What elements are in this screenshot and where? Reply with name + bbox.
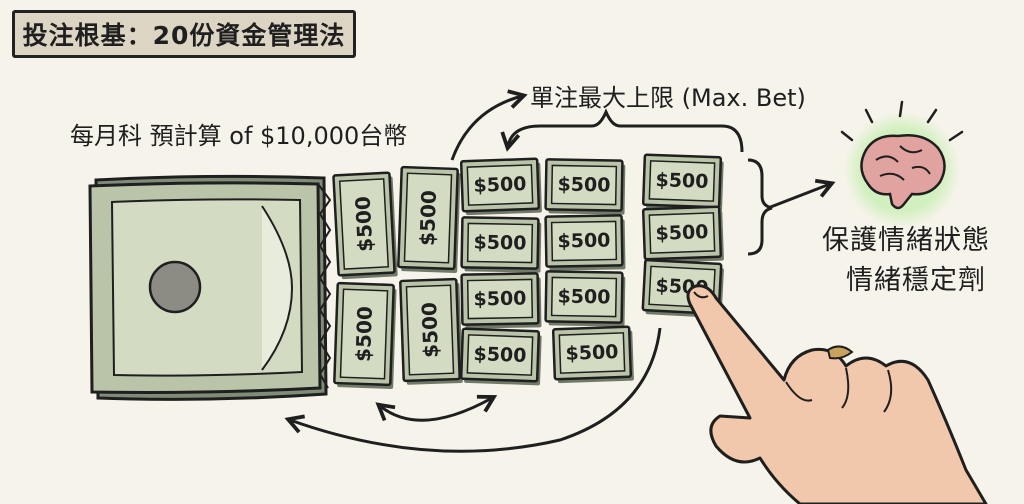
monthly-budget-label: 每月科 預計算 of $10,000台幣 <box>70 122 408 150</box>
bill-500: $500 <box>332 171 398 280</box>
page-title: 投注根基：20份資金管理法 <box>12 10 356 58</box>
bill-500: $500 <box>397 165 461 273</box>
bill-value-label: $500 <box>417 302 443 358</box>
bill-value-label: $500 <box>565 341 619 365</box>
bill-500: $500 <box>544 270 626 327</box>
bill-value-label: $500 <box>557 230 610 253</box>
bill-value-label: $500 <box>655 169 709 193</box>
bill-value-label: $500 <box>655 221 709 245</box>
arrow-bottom-long <box>284 327 662 453</box>
bracket-icon <box>500 108 744 153</box>
bill-500: $500 <box>333 281 397 389</box>
max-bet-label: 單注最大上限 (Max. Bet) <box>530 84 806 112</box>
bill-value-label: $500 <box>473 173 527 197</box>
bill-value-label: $500 <box>351 196 378 253</box>
bill-500: $500 <box>544 214 626 271</box>
bill-value-label: $500 <box>351 306 377 362</box>
brain-icon <box>840 100 964 228</box>
bill-value-label: $500 <box>473 288 526 311</box>
arrow-bottom-short <box>375 394 498 422</box>
bill-value-label: $500 <box>473 343 527 367</box>
bill-grid: $500 $500 $500 $500 $500 $500 $500 $500 $500 $500… <box>332 153 724 389</box>
bill-500: $500 <box>544 158 626 215</box>
bill-500: $500 <box>460 216 542 273</box>
bill-500: $500 <box>551 325 634 384</box>
large-banknote-icon <box>88 174 332 401</box>
arrow-icon <box>450 89 528 161</box>
emotional-state-label: 保護情緒狀態 <box>822 225 990 256</box>
pointing-hand-icon <box>686 284 988 504</box>
bill-value-label: $500 <box>557 286 610 309</box>
bill-500: $500 <box>459 157 542 216</box>
bill-500: $500 <box>459 327 542 386</box>
bill-value-label: $500 <box>415 190 441 246</box>
bill-value-label: $500 <box>557 174 610 197</box>
bill-500: $500 <box>641 205 724 264</box>
arrow-to-brain <box>767 178 836 210</box>
bill-500: $500 <box>460 272 542 329</box>
emotional-stabilizer-label: 情緒穩定劑 <box>846 265 986 296</box>
bill-500: $500 <box>641 153 724 212</box>
bill-500: $500 <box>399 277 463 385</box>
bill-value-label: $500 <box>473 232 526 255</box>
